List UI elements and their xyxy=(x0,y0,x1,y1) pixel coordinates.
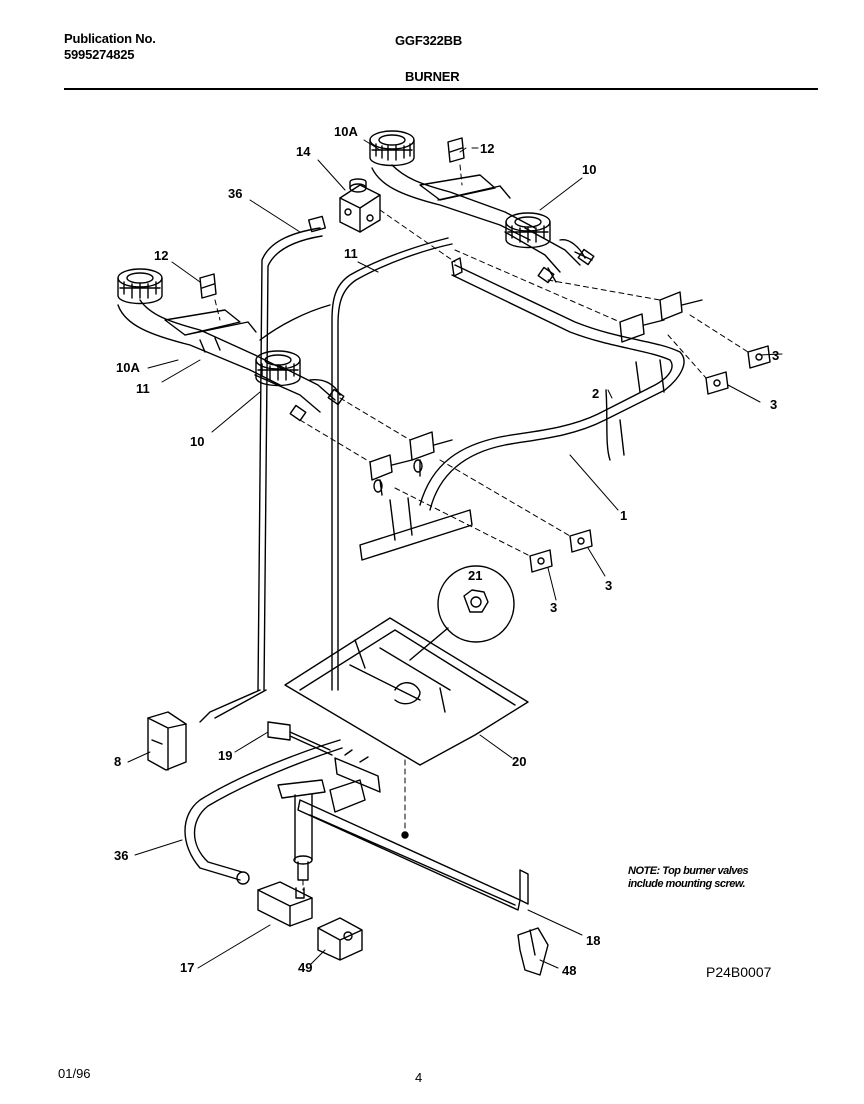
orifice-fittings-top xyxy=(547,239,593,283)
bracket-18 xyxy=(519,869,529,905)
valve-right-a xyxy=(619,313,665,343)
callout-21: 21 xyxy=(468,568,482,583)
bracket-8 xyxy=(147,711,187,771)
burner-head-10-left xyxy=(255,350,301,387)
callout-20: 20 xyxy=(512,754,526,769)
publication-label: Publication No. xyxy=(64,31,156,46)
bracket-12-left xyxy=(199,273,217,299)
callout-2: 2 xyxy=(592,386,599,401)
gas-tube-36-upper xyxy=(257,215,327,691)
callout-48: 48 xyxy=(562,963,576,978)
callout-12-top: 12 xyxy=(480,141,494,156)
page-number: 4 xyxy=(415,1070,423,1085)
header-rule xyxy=(64,88,818,90)
knob-bracket-3b xyxy=(705,371,729,395)
valve-left-a xyxy=(369,454,413,496)
callout-11-left: 11 xyxy=(136,381,150,396)
publication-number: 5995274825 xyxy=(64,47,135,62)
callout-labels: 10A 12 14 10 36 11 12 10A 11 10 3 3 2 1 … xyxy=(114,124,779,978)
diagram-code: P24B0007 xyxy=(706,964,772,980)
igniter-19 xyxy=(267,721,381,793)
valve-left-b xyxy=(409,431,453,477)
bracket-12-top xyxy=(447,137,465,163)
burner-head-10a-left xyxy=(117,268,163,305)
knob-bracket-3d xyxy=(529,549,553,573)
manifold-pipe-1 xyxy=(419,257,685,511)
callout-11-top: 11 xyxy=(344,246,358,261)
gas-tube-36-lower-a xyxy=(199,689,267,723)
callout-10a-top: 10A xyxy=(334,124,358,139)
callout-3-a: 3 xyxy=(772,348,779,363)
callout-12-left: 12 xyxy=(154,248,168,263)
alignment-lines xyxy=(214,164,749,891)
burner-manifold-left xyxy=(117,299,336,413)
oven-burner-tube xyxy=(277,779,521,911)
callout-10a-left: 10A xyxy=(116,360,140,375)
callout-14: 14 xyxy=(296,144,311,159)
nut-21 xyxy=(409,565,515,661)
callout-49: 49 xyxy=(298,960,312,975)
mounting-bar xyxy=(359,497,473,561)
callout-8: 8 xyxy=(114,754,121,769)
burner-head-10-top xyxy=(505,212,551,249)
callout-3-b: 3 xyxy=(770,397,777,412)
section-title: BURNER xyxy=(405,69,460,84)
callout-36-bottom: 36 xyxy=(114,848,128,863)
callout-17: 17 xyxy=(180,960,194,975)
callout-3-d: 3 xyxy=(550,600,557,615)
valve-right-b xyxy=(659,291,703,321)
callout-10-left: 10 xyxy=(190,434,204,449)
callout-36-top: 36 xyxy=(228,186,242,201)
note-line-2: include mounting screw. xyxy=(628,878,746,890)
callout-18: 18 xyxy=(586,933,600,948)
gas-tube-36-lower xyxy=(184,739,343,881)
burner-head-10a-top xyxy=(369,130,415,167)
tubing-11 xyxy=(259,237,453,691)
bracket-49 xyxy=(317,917,363,961)
callout-1: 1 xyxy=(620,508,627,523)
bracket-48 xyxy=(517,927,549,976)
leader-lines xyxy=(127,139,783,969)
burner-manifold-right xyxy=(371,164,581,273)
safety-valve-17 xyxy=(257,881,313,927)
note-text: NOTE: Top burner valves include mounting… xyxy=(628,865,749,891)
footer-date: 01/96 xyxy=(58,1066,91,1081)
model-number: GGF322BB xyxy=(395,33,463,48)
knob-bracket-3c xyxy=(569,529,593,553)
wire-2 xyxy=(605,389,625,461)
callout-10-top: 10 xyxy=(582,162,596,177)
callout-19: 19 xyxy=(218,748,232,763)
knob-bracket-3a xyxy=(747,345,771,369)
pressure-regulator-14 xyxy=(339,178,381,233)
burner-spreader-20 xyxy=(284,617,529,766)
callout-3-c: 3 xyxy=(605,578,612,593)
note-line-1: NOTE: Top burner valves xyxy=(628,865,749,877)
